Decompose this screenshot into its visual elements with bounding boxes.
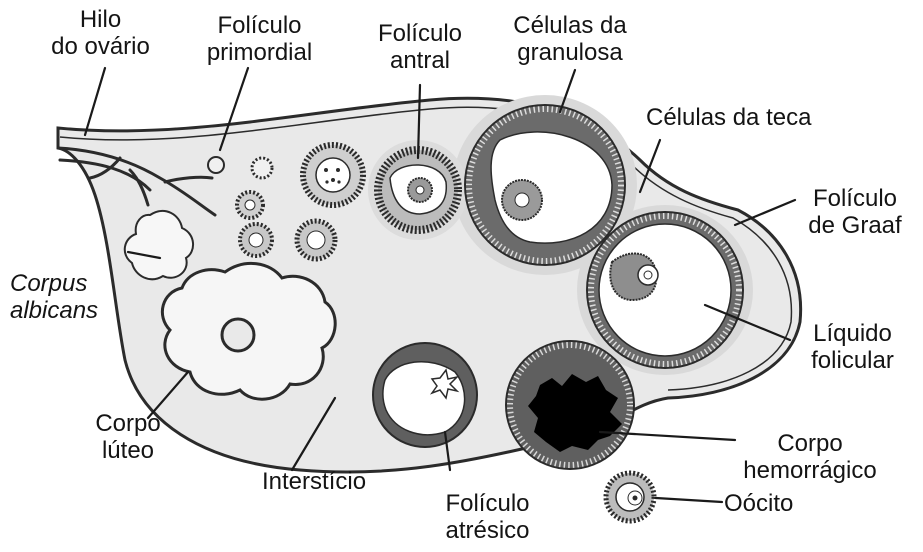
label-teca: Células da teca xyxy=(646,104,866,131)
label-hilo: Hilo do ovário xyxy=(38,6,163,60)
label-atresico: Folículo atrésico xyxy=(425,490,550,544)
label-graaf: Folículo de Graaf xyxy=(795,185,915,239)
leader-hilo xyxy=(85,68,105,135)
label-granulosa: Células da granulosa xyxy=(495,12,645,66)
label-primordial-line1: Folículo xyxy=(192,12,327,39)
atretic-follicle xyxy=(373,343,477,447)
free-oocyte xyxy=(606,473,654,521)
label-hemorragico: Corpo hemorrágico xyxy=(730,430,890,484)
label-atresico-line2: atrésico xyxy=(425,517,550,544)
label-intersticio: Interstício xyxy=(262,468,412,495)
corpus-luteum-center xyxy=(222,319,254,351)
preantral-follicle xyxy=(303,145,363,205)
granulosa-follicle xyxy=(465,105,625,265)
label-intersticio-line1: Interstício xyxy=(262,468,412,495)
label-graaf-line2: de Graaf xyxy=(795,212,915,239)
label-liquido-line1: Líquido xyxy=(790,320,915,347)
label-primordial-line2: primordial xyxy=(192,39,327,66)
label-hemorragico-line2: hemorrágico xyxy=(730,457,890,484)
label-granulosa-line2: granulosa xyxy=(495,39,645,66)
label-luteo: Corpo lúteo xyxy=(78,410,178,464)
label-antral-line1: Folículo xyxy=(360,20,480,47)
label-albicans-line1: Corpus xyxy=(10,270,130,297)
label-antral: Folículo antral xyxy=(360,20,480,74)
corpus-hemorrhagicum xyxy=(506,341,634,469)
antral-follicle xyxy=(378,150,458,230)
label-antral-line2: antral xyxy=(360,47,480,74)
label-albicans: Corpus albicans xyxy=(10,270,130,324)
label-liquido-line2: folicular xyxy=(790,347,915,374)
graafian-follicle xyxy=(587,212,743,368)
label-primordial: Folículo primordial xyxy=(192,12,327,66)
label-granulosa-line1: Células da xyxy=(495,12,645,39)
label-albicans-line2: albicans xyxy=(10,297,130,324)
label-hilo-line2: do ovário xyxy=(38,33,163,60)
label-luteo-line2: lúteo xyxy=(78,437,178,464)
label-hemorragico-line1: Corpo xyxy=(730,430,890,457)
leader-oocito xyxy=(656,498,722,502)
label-atresico-line1: Folículo xyxy=(425,490,550,517)
label-teca-line1: Células da teca xyxy=(646,104,866,131)
label-hilo-line1: Hilo xyxy=(38,6,163,33)
label-luteo-line1: Corpo xyxy=(78,410,178,437)
label-graaf-line1: Folículo xyxy=(795,185,915,212)
label-liquido: Líquido folicular xyxy=(790,320,915,374)
label-oocito-line1: Oócito xyxy=(724,490,824,517)
label-oocito: Oócito xyxy=(724,490,824,517)
